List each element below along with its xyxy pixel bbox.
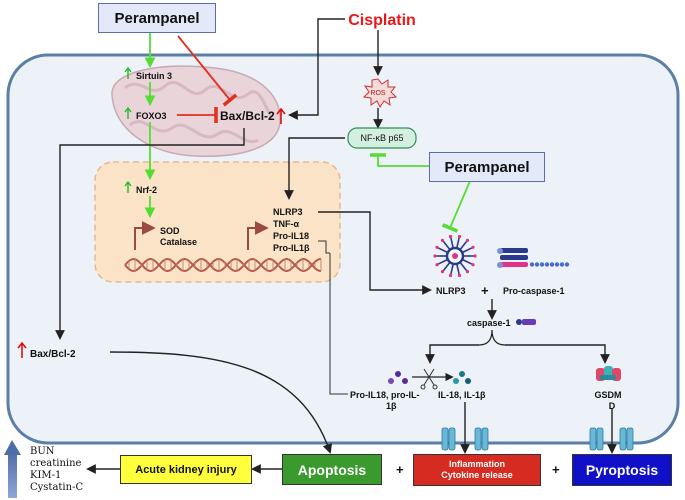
up-arrow-icon [124,66,132,193]
inflammasome-dot [440,238,445,242]
inflammasome-dot [457,273,462,278]
bax-bcl2-mito-label: Bax/Bcl-2 [220,109,275,123]
marker-cystatin-c: Cystatin-C [30,482,84,493]
inflammasome-spoke [456,264,460,275]
nfkb-label: NF-κB p65 [360,133,403,143]
cytokine-release-label: Cytokine release [441,470,513,480]
inflammasome-spoke [437,247,448,253]
marker-kim-1: KIM-1 [30,470,62,481]
acute-kidney-injury-box: Acute kidney injury [120,455,252,484]
bax-bcl2-cell-label: Bax/Bcl-2 [30,349,76,360]
pro-caspase-bead [529,262,535,267]
inflammasome-spoke [442,262,451,272]
inflammasome-dot [448,273,453,278]
foxo3-label: FOXO3 [136,111,167,121]
il18-il1b-molecule-icon [453,371,471,384]
ros-label: ROS [370,90,386,97]
perampanel-mid-box: Perampanel [429,152,545,182]
inflammation-label: Inflammation [448,459,505,469]
inflammasome-spoke [462,259,473,265]
inflammasome-dot [440,270,445,274]
gsdmd-icon [596,366,621,381]
pro-caspase-bead [559,262,565,267]
pro-caspase-bead [564,262,570,267]
caspase-1-icon [516,319,536,325]
inflammasome-spoke [462,247,473,253]
plus-sign: + [396,462,404,477]
inflammasome-dot [471,245,475,249]
membrane-channel-icon [441,427,489,451]
ros-burst-icon [362,78,398,108]
inflammasome-dot [435,245,439,249]
gsdmd-label: GSDM [595,390,622,400]
marker-creatinine: creatinine [30,458,82,469]
tnfa-label: TNF-α [273,219,299,229]
pro-il1b-label: Pro-IL1β [273,243,310,253]
inflammasome-spoke [437,259,448,265]
nlrp3-gene-label: NLRP3 [273,207,303,217]
nfkb-box [347,127,417,149]
nlrp3-label: NLRP3 [436,286,466,296]
up-arrow-icon [17,107,286,358]
inflammasome-dot [465,238,470,242]
pro-caspase-bead [539,262,545,267]
pro-caspase-bead [549,262,555,267]
increase-arrow-icon [4,440,21,498]
inflammasome-dot [435,263,439,267]
inflammasome-spoke [450,264,454,275]
caspase-1-label: caspase-1 [467,318,511,328]
pro-il18-il1b-label: Pro-IL18, pro-IL- [350,390,420,400]
inflammasome-dot [457,234,462,239]
sirtuin3-label: Sirtuin 3 [136,71,172,81]
il18-il1b-label: IL-18, IL-1β [438,390,486,400]
pro-caspase-bead [544,262,550,267]
catalase-label: Catalase [160,237,197,247]
apoptosis-box: Apoptosis [282,454,382,485]
plus-sign: + [552,462,560,477]
pro-il18-il1b-label-2: 1β [386,401,397,411]
scissors-icon [420,368,438,390]
pro-caspase-1-icon [497,248,570,268]
pro-il18-label: Pro-IL18 [273,231,309,241]
inflammation-box: Inflammation Cytokine release [413,454,541,486]
nrf2-label: Nrf-2 [136,185,157,195]
inflammasome-spoke [456,237,460,248]
pro-caspase-bead [534,262,540,267]
sod-label: SOD [160,226,180,236]
marker-list: BUN creatinine KIM-1 Cystatin-C [30,446,83,494]
inflammasome-spoke [459,262,468,272]
plus-sign: + [481,283,489,298]
inflammasome-dot [433,254,437,258]
inflammasome-dot [471,263,475,267]
gsdmd-pore-icon [589,427,634,451]
marker-bun: BUN [30,446,55,457]
gsdmd-label-2: D [609,401,616,411]
inflammasome-dot [448,234,453,239]
inflammasome-spoke [442,240,451,250]
pro-caspase-bead [554,262,560,267]
inflammasome-spoke [459,240,468,250]
perampanel-top-box: Perampanel [98,3,216,33]
pro-caspase-1-label: Pro-caspase-1 [503,286,565,296]
inflammasome-dot [465,270,470,274]
inflammasome-spoke [450,237,454,248]
pyroptosis-box: Pyroptosis [572,454,672,486]
dna-helix-icon [124,257,322,273]
pro-il18-molecule-icon [388,371,408,384]
inflammasome-icon [433,234,477,278]
nucleus [94,161,341,283]
cisplatin-label: Cisplatin [348,12,416,29]
inflammasome-dot [473,254,477,258]
